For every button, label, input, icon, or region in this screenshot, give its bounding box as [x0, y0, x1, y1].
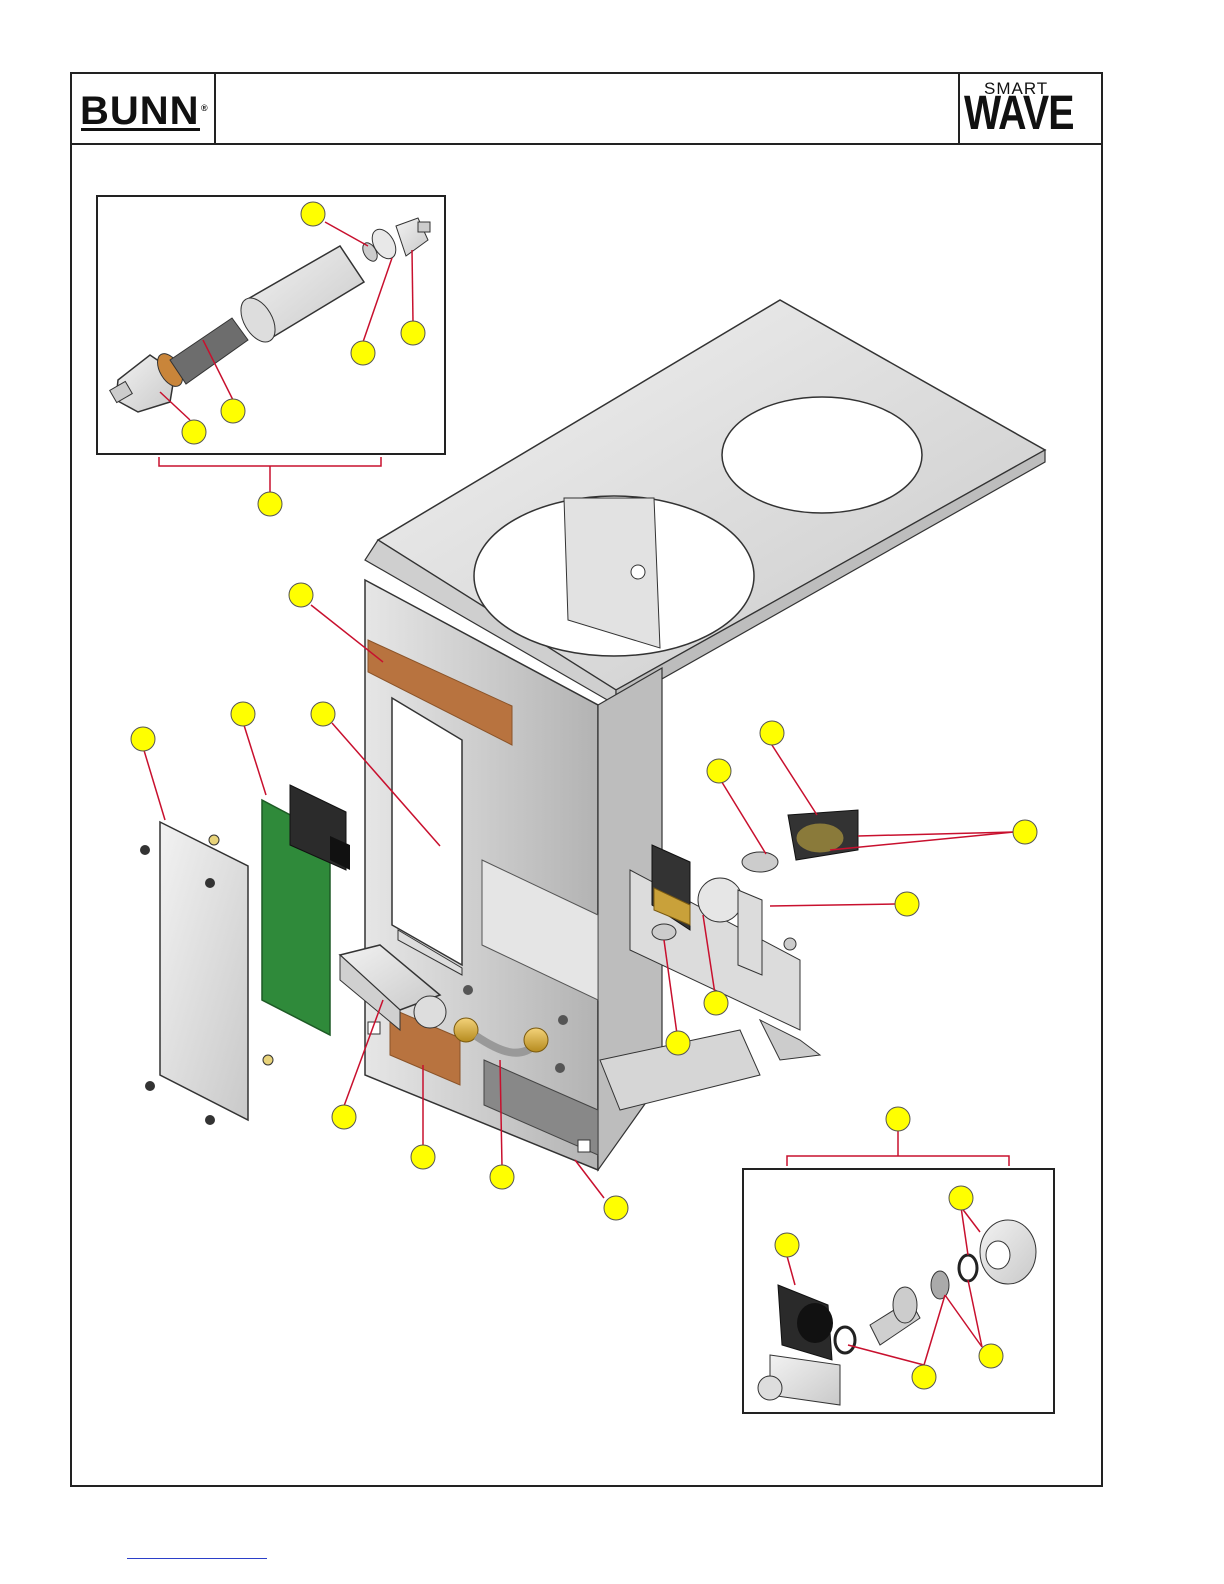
strainer-group-bracket	[159, 457, 381, 466]
callout-valve-inset-4	[979, 1344, 1003, 1368]
callout-valve-kit	[1013, 820, 1037, 844]
callout-solenoid	[704, 991, 728, 1015]
callout-top-inset-3	[401, 321, 425, 345]
callout-board	[231, 702, 255, 726]
callout-valve-inset-1	[949, 1186, 973, 1210]
callout-window-panel	[311, 702, 335, 726]
callout-valve-inset-3	[912, 1365, 936, 1389]
callout-decal-upper	[289, 583, 313, 607]
callout-fitting-lower	[666, 1031, 690, 1055]
callout-valve-coil	[760, 721, 784, 745]
valve-group-bracket	[787, 1156, 1009, 1166]
access-cover-panel	[160, 822, 248, 1120]
callout-bracket	[895, 892, 919, 916]
callout-cover-panel	[131, 727, 155, 751]
callout-top-inset-1	[301, 202, 325, 226]
callout-top-inset-5	[182, 420, 206, 444]
callout-valve-fitting	[707, 759, 731, 783]
footer-link-underline[interactable]	[127, 1558, 267, 1559]
callout-top-inset-2	[351, 341, 375, 365]
callout-strainer-label	[332, 1105, 356, 1129]
callout-top-inset-4	[221, 399, 245, 423]
callout-valve-inset-2	[775, 1233, 799, 1257]
callout-top-inset-group	[258, 492, 282, 516]
control-board	[262, 785, 350, 1035]
callout-decal-lower	[411, 1145, 435, 1169]
callout-tube	[490, 1165, 514, 1189]
callout-label-plate	[604, 1196, 628, 1220]
callout-valve-inset-group	[886, 1107, 910, 1131]
